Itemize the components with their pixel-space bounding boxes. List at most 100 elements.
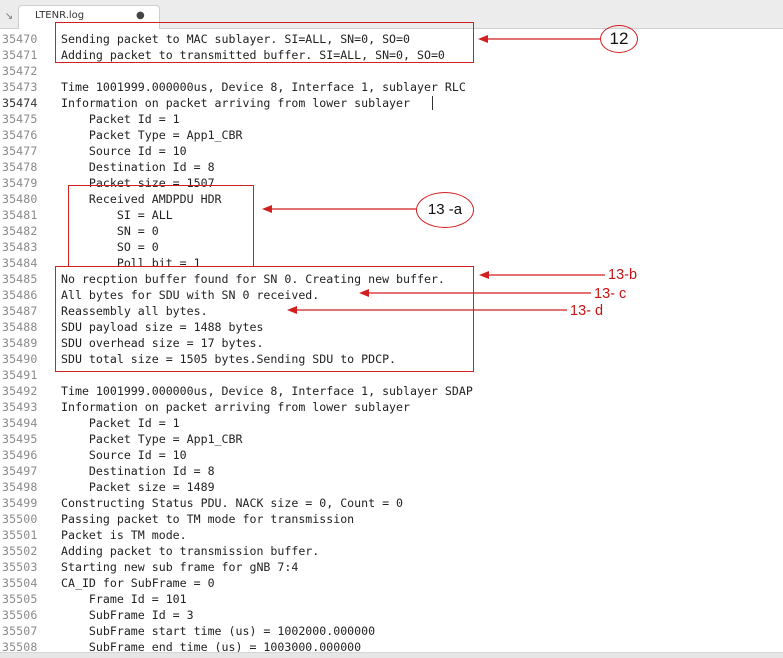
line-number: 35497 [2,464,38,478]
editor-line[interactable]: 35508 SubFrame end time (us) = 1003000.0… [0,639,783,652]
line-text: Destination Id = 8 [61,160,215,174]
line-text: SO = 0 [61,240,159,254]
editor-line[interactable]: 35504 CA_ID for SubFrame = 0 [0,575,783,591]
line-text: Adding packet to transmitted buffer. SI=… [61,48,445,62]
line-text: Sending packet to MAC sublayer. SI=ALL, … [61,32,411,46]
line-text: Packet Id = 1 [61,112,180,126]
line-number: 35477 [2,144,38,158]
editor-line[interactable]: 35505 Frame Id = 101 [0,591,783,607]
line-number: 35491 [2,368,38,382]
line-text: Time 1001999.000000us, Device 8, Interfa… [61,384,473,398]
editor-line[interactable]: 35498 Packet size = 1489 [0,479,783,495]
text-caret [432,96,433,110]
editor-line[interactable]: 35497 Destination Id = 8 [0,463,783,479]
line-number: 35493 [2,400,38,414]
line-text: Packet Id = 1 [61,416,180,430]
editor-line[interactable]: 35507 SubFrame start time (us) = 1002000… [0,623,783,639]
line-number: 35470 [2,32,38,46]
line-number: 35505 [2,592,38,606]
annotation-label-13a: 13 -a [427,201,463,218]
line-number: 35501 [2,528,38,542]
line-number: 35471 [2,48,38,62]
editor-line[interactable]: 35495 Packet Type = App1_CBR [0,431,783,447]
line-text: Constructing Status PDU. NACK size = 0, … [61,496,404,510]
editor-line[interactable]: 35470 Sending packet to MAC sublayer. SI=… [0,31,783,47]
line-number: 35476 [2,128,38,142]
line-number: 35502 [2,544,38,558]
line-number: 35503 [2,560,38,574]
line-number: 35478 [2,160,38,174]
editor-line[interactable]: 35482 SN = 0 [0,223,783,239]
editor-line[interactable]: 35499 Constructing Status PDU. NACK size … [0,495,783,511]
editor-line[interactable]: 35480 Received AMDPDU HDR [0,191,783,207]
annotation-label-13c: 13- c [594,286,627,302]
line-number: 35473 [2,80,38,94]
line-text: CA_ID for SubFrame = 0 [61,576,215,590]
text-editor[interactable]: 35470 Sending packet to MAC sublayer. SI=… [0,28,783,652]
tab-bar: ↘ LTENR.log ● [0,0,783,29]
arrowhead-13b [479,271,489,279]
line-text: Adding packet to transmission buffer. [61,544,320,558]
line-number: 35506 [2,608,38,622]
editor-line[interactable]: 35479 Packet size = 1507 [0,175,783,191]
editor-line[interactable]: 35471 Adding packet to transmitted buffer… [0,47,783,63]
line-text: Time 1001999.000000us, Device 8, Interfa… [61,80,466,94]
line-number: 35489 [2,336,38,350]
unsaved-dot-icon[interactable]: ● [136,10,145,21]
line-number: 35499 [2,496,38,510]
annotation-label-13b: 13-b [608,267,638,283]
editor-line[interactable]: 35472 [0,63,783,79]
line-number: 35504 [2,576,38,590]
editor-line[interactable]: 35473 Time 1001999.000000us, Device 8, In… [0,79,783,95]
annotation-label-12: 12 [609,29,629,48]
editor-line[interactable]: 35478 Destination Id = 8 [0,159,783,175]
tab-ltenr-log[interactable]: LTENR.log ● [18,5,160,29]
line-number: 35490 [2,352,38,366]
tab-scroll-left-icon[interactable]: ↘ [4,11,14,22]
editor-line[interactable]: 35476 Packet Type = App1_CBR [0,127,783,143]
editor-line[interactable]: 35502 Adding packet to transmission buffe… [0,543,783,559]
editor-line[interactable]: 35489 SDU overhead size = 17 bytes. [0,335,783,351]
editor-line[interactable]: 35481 SI = ALL [0,207,783,223]
editor-line[interactable]: 35494 Packet Id = 1 [0,415,783,431]
line-number: 35487 [2,304,38,318]
line-text: Packet Type = App1_CBR [61,128,243,142]
line-text: Packet Type = App1_CBR [61,432,243,446]
line-text: SDU overhead size = 17 bytes. [61,336,264,350]
line-number: 35485 [2,272,38,286]
editor-line[interactable]: 35493 Information on packet arriving from… [0,399,783,415]
editor-line[interactable]: 35506 SubFrame Id = 3 [0,607,783,623]
annotation-box-12 [55,22,474,63]
line-text: Destination Id = 8 [61,464,215,478]
editor-line[interactable]: 35483 SO = 0 [0,239,783,255]
line-text: Source Id = 10 [61,448,187,462]
line-text: SDU payload size = 1488 bytes [61,320,264,334]
line-text: All bytes for SDU with SN 0 received. [61,288,320,302]
line-number: 35474 [2,96,38,110]
line-text: Packet size = 1507 [61,176,215,190]
editor-line[interactable]: 35477 Source Id = 10 [0,143,783,159]
editor-line[interactable]: 35491 [0,367,783,383]
horizontal-scrollbar[interactable] [0,652,783,658]
annotation-box-13bcd [55,266,474,372]
line-number: 35496 [2,448,38,462]
arrowhead-12 [478,35,488,43]
line-number: 35472 [2,64,38,78]
editor-line[interactable]: 35475 Packet Id = 1 [0,111,783,127]
editor-line[interactable]: 35496 Source Id = 10 [0,447,783,463]
line-text: Information on packet arriving from lowe… [61,400,411,414]
line-text: Received AMDPDU HDR [61,192,222,206]
annotation-circle-13a: 13 -a [416,192,474,228]
line-number: 35498 [2,480,38,494]
